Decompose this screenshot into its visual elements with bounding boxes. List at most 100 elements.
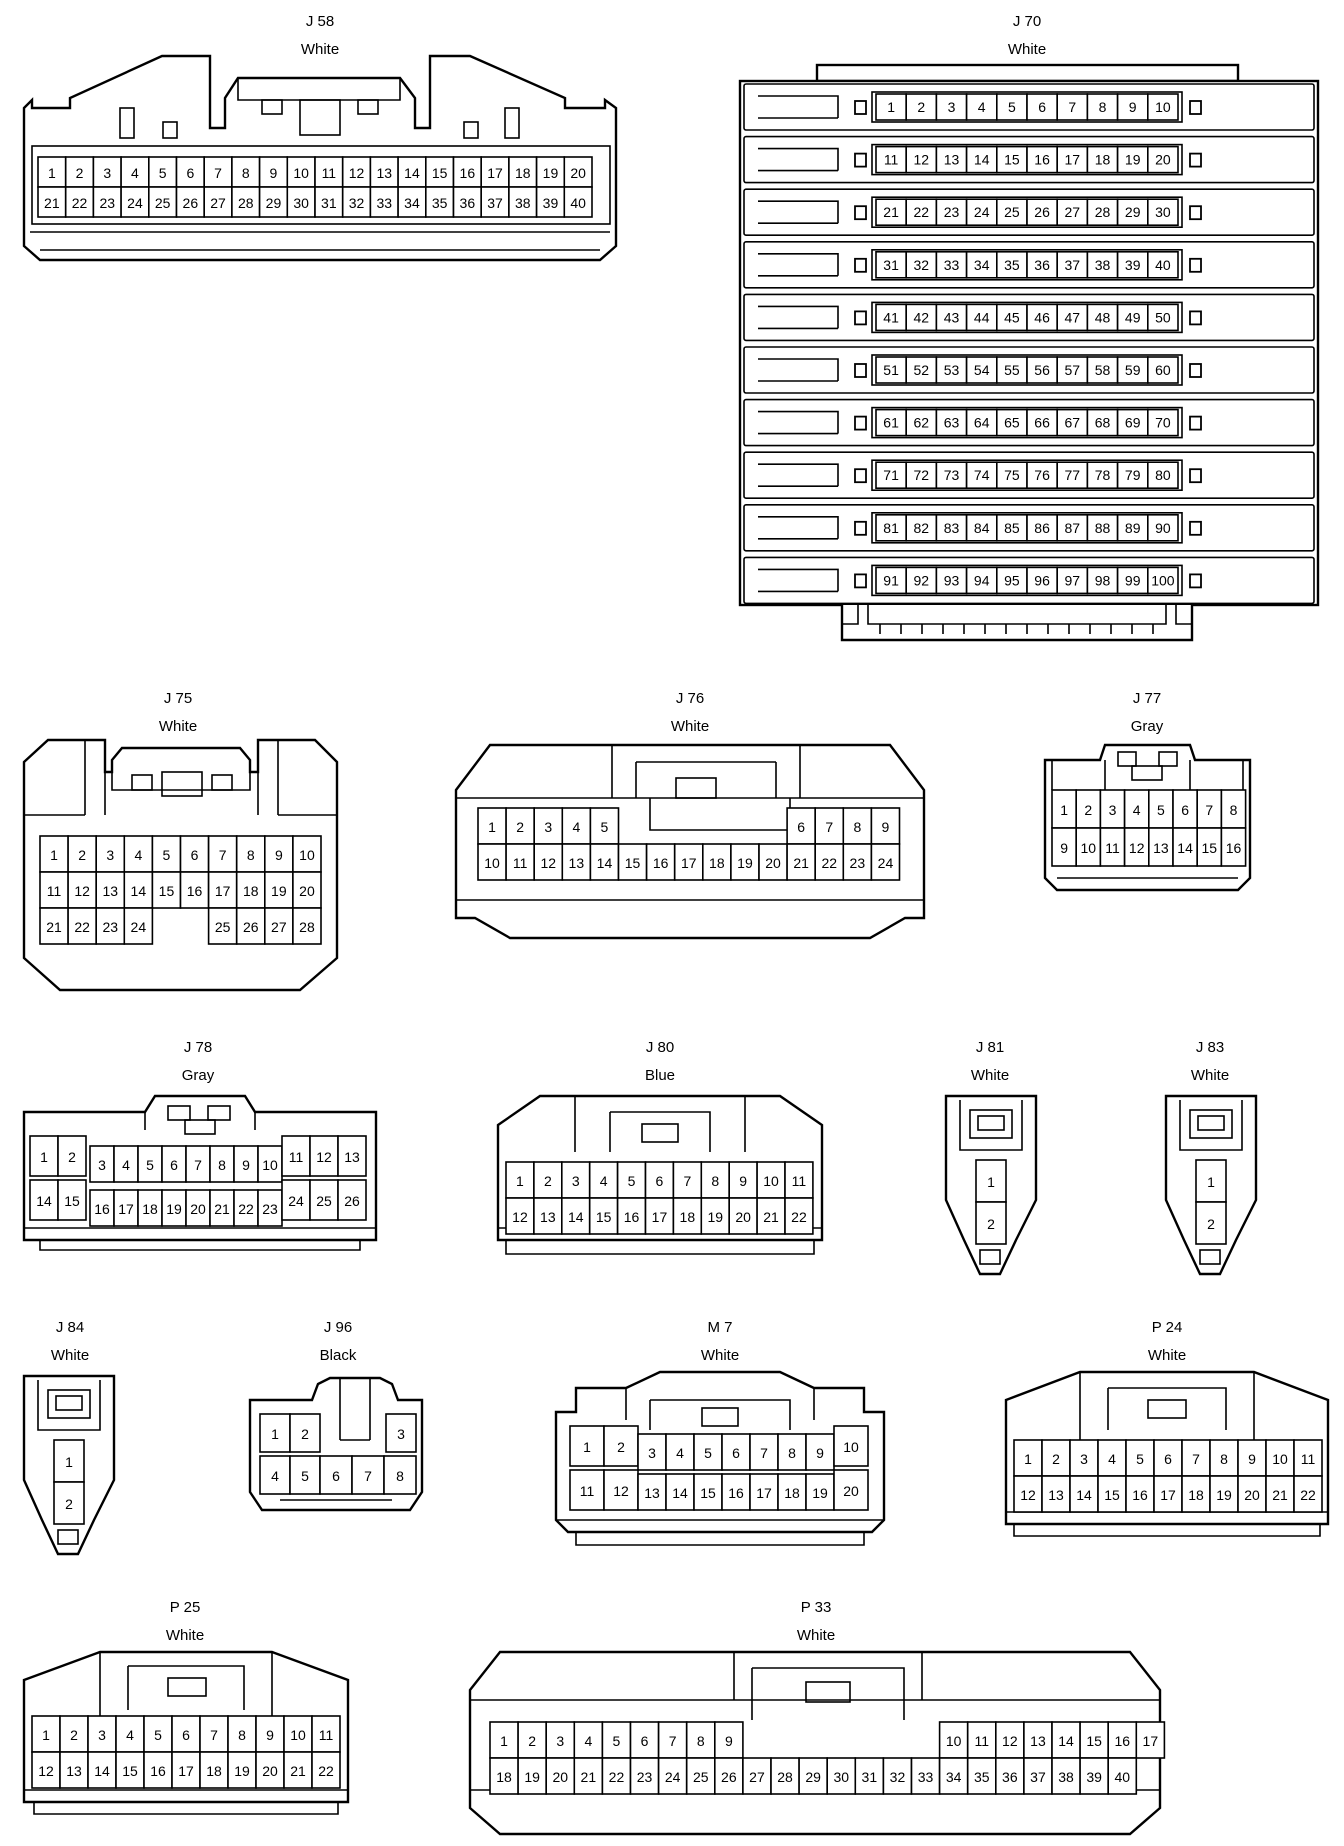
- pin-number: 29: [1125, 204, 1141, 220]
- pin-number: 4: [131, 165, 139, 181]
- connector-j83-code: J 83: [1196, 1039, 1224, 1056]
- pin-number: 12: [914, 152, 930, 168]
- pin-box: [281, 1135, 311, 1177]
- pin-cell: 18: [701, 843, 732, 881]
- pin-box: [123, 907, 154, 945]
- connector-p24-color: White: [1148, 1347, 1186, 1364]
- connector-j81-code: J 81: [976, 1039, 1004, 1056]
- pin-box: [560, 1197, 591, 1235]
- pin-number: 7: [214, 165, 222, 181]
- pin-box: [1056, 145, 1089, 174]
- pin-box: [314, 186, 344, 218]
- pin-number: 33: [376, 195, 392, 211]
- pin-box: [1147, 356, 1179, 384]
- j70-row-lock-left: [854, 152, 867, 168]
- pin-box: [209, 1145, 235, 1183]
- pin-number: 74: [974, 467, 990, 483]
- pin-cell: 6: [1026, 93, 1059, 121]
- pin-number: 3: [1109, 802, 1117, 818]
- pin-cell: 8: [1086, 93, 1119, 121]
- pin-box: [665, 1433, 695, 1471]
- pin-cell: 74: [965, 461, 998, 490]
- pin-cell: 7: [351, 1455, 385, 1495]
- pin-box: [1026, 93, 1059, 121]
- pin-box: [255, 1751, 285, 1789]
- pin-cell: 78: [1086, 461, 1119, 490]
- j70-row-lock-left: [854, 310, 867, 326]
- pin-cell: 13: [1041, 1475, 1071, 1513]
- pin-number: 22: [914, 204, 930, 220]
- pin-cell: 2: [603, 1425, 639, 1467]
- pin-number: 67: [1065, 415, 1081, 431]
- pin-box: [644, 1197, 675, 1235]
- pin-number: 4: [978, 99, 986, 115]
- pin-number: 7: [219, 847, 227, 863]
- pin-cell: 8: [777, 1433, 807, 1471]
- pin-number: 83: [944, 520, 960, 536]
- pin-number: 2: [516, 819, 524, 835]
- pin-cell: 9: [233, 1145, 259, 1183]
- pin-number: 7: [1068, 99, 1076, 115]
- pin-box: [120, 156, 150, 188]
- pin-box: [1086, 461, 1119, 490]
- pin-number: 1: [1207, 1174, 1215, 1190]
- pin-cell: 8: [1220, 789, 1247, 829]
- pin-cell: 73: [935, 461, 968, 490]
- pin-box: [1116, 566, 1149, 595]
- j70-row-lock-left: [854, 520, 867, 536]
- pin-number: 50: [1155, 309, 1171, 325]
- j70-row-lock-left: [854, 573, 867, 589]
- j70-row-housing: [871, 459, 1183, 492]
- pin-number: 65: [1004, 415, 1020, 431]
- pin-box: [563, 156, 593, 188]
- pin-cell: 15: [151, 871, 182, 909]
- pin-number: 2: [65, 1496, 73, 1512]
- pin-cell: 1: [569, 1425, 605, 1467]
- pin-cell: 25: [207, 907, 238, 945]
- pin-number: 21: [793, 855, 809, 871]
- j70-row-housing: [871, 406, 1183, 439]
- pin-number: 12: [1002, 1733, 1018, 1749]
- pin-box: [351, 1455, 385, 1495]
- pin-number: 15: [432, 165, 448, 181]
- pin-number: 9: [882, 819, 890, 835]
- pin-box: [805, 1433, 835, 1471]
- pin-number: 9: [270, 165, 278, 181]
- pin-cell: 21: [39, 907, 69, 945]
- pin-cell: 75: [995, 461, 1028, 490]
- pin-number: 6: [1038, 99, 1046, 115]
- pin-number: 13: [1153, 840, 1169, 856]
- pin-box: [1026, 145, 1059, 174]
- pin-cell: 1: [39, 835, 69, 873]
- pin-cell: 49: [1116, 303, 1149, 332]
- pin-cell: 28: [770, 1757, 800, 1795]
- pin-number: 22: [791, 1209, 807, 1225]
- pin-cell: 23: [629, 1757, 660, 1795]
- pin-box: [1195, 1159, 1227, 1203]
- pin-number: 9: [816, 1445, 824, 1461]
- pin-cell: 22: [784, 1197, 814, 1235]
- pin-number: 6: [182, 1727, 190, 1743]
- pin-number: 26: [243, 919, 259, 935]
- pin-number: 13: [540, 1209, 556, 1225]
- pin-box: [673, 843, 704, 881]
- pin-cell: 27: [263, 907, 294, 945]
- pin-cell: 21: [37, 186, 67, 218]
- pin-number: 93: [944, 572, 960, 588]
- connector-p24-code: P 24: [1152, 1319, 1183, 1336]
- pin-cell: 92: [905, 566, 938, 595]
- pin-box: [882, 1757, 913, 1795]
- pin-box: [1097, 1475, 1127, 1513]
- pin-box: [1026, 356, 1059, 384]
- pin-number: 92: [914, 572, 930, 588]
- pin-cell: 28: [292, 907, 322, 945]
- pin-number: 16: [94, 1201, 110, 1217]
- pin-box: [1147, 198, 1179, 226]
- pin-cell: 12: [1013, 1475, 1043, 1513]
- pin-cell: 8: [842, 807, 873, 845]
- pin-cell: 14: [1172, 827, 1199, 867]
- pin-number: 18: [1095, 152, 1111, 168]
- pin-box: [905, 251, 938, 279]
- pin-cell: 7: [185, 1145, 211, 1183]
- pin-number: 13: [1030, 1733, 1046, 1749]
